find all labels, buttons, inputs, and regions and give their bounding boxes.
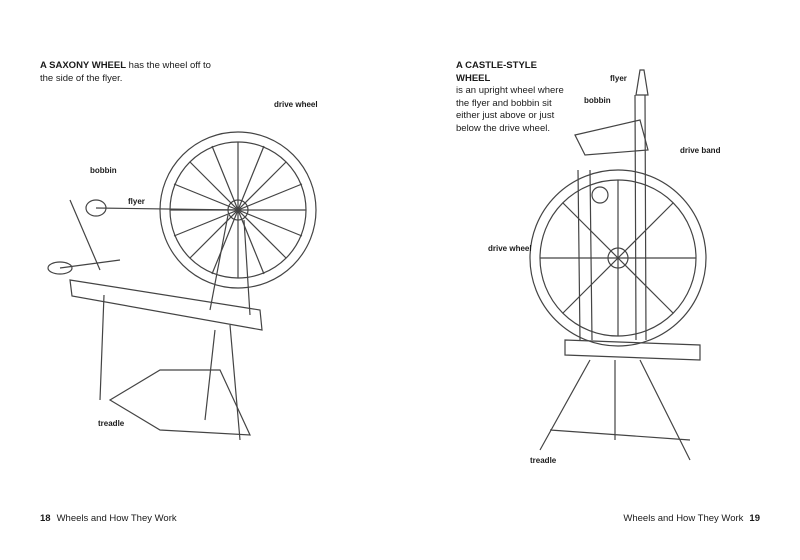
label-drive-wheel: drive wheel — [274, 100, 318, 109]
intro-text: A SAXONY WHEEL has the wheel off to the … — [40, 60, 220, 85]
running-title: Wheels and How They Work — [56, 513, 177, 524]
intro-body: is an upright wheel where the flyer and … — [456, 85, 564, 134]
label-treadle: treadle — [530, 456, 557, 465]
castle-wheel-illustration — [529, 69, 707, 461]
label-drive-band: drive band — [680, 146, 721, 155]
label-treadle: treadle — [98, 419, 125, 428]
intro-body: has the wheel off to the side of the fly… — [40, 60, 211, 84]
saxony-wheel-illustration — [47, 131, 317, 441]
label-bobbin: bobbin — [584, 96, 611, 105]
page-number: 19 — [749, 513, 760, 524]
intro-heading: A SAXONY WHEEL — [40, 60, 127, 71]
folio-left: 18 Wheels and How They Work — [40, 513, 177, 524]
label-flyer: flyer — [128, 197, 145, 206]
folio-right: Wheels and How They Work 19 — [623, 513, 760, 524]
left-page: A SAXONY WHEEL has the wheel off to the … — [40, 60, 318, 524]
running-title: Wheels and How They Work — [623, 513, 744, 524]
label-drive-wheel: drive wheel — [488, 244, 532, 253]
label-flyer: flyer — [610, 74, 627, 83]
label-bobbin: bobbin — [90, 166, 117, 175]
page-number: 18 — [40, 513, 51, 524]
intro-heading: A CASTLE-STYLE WHEEL — [456, 60, 537, 84]
